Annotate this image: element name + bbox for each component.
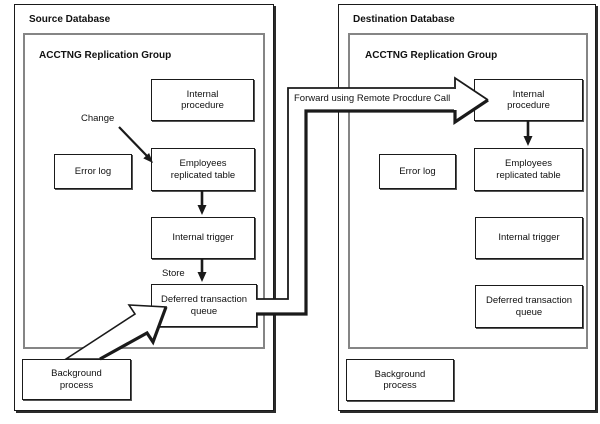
forward-rpc-label: Forward using Remote Procdure Call [294,93,451,104]
destination-background-process-node: Background process [346,359,454,401]
change-label: Change [81,113,115,124]
store-label: Store [162,268,185,279]
source-replication-group-title: ACCTNG Replication Group [39,50,172,61]
source-deferred-queue-node: Deferred transaction queue [151,284,257,327]
source-background-process-node: Background process [22,359,131,400]
destination-employees-table-node: Employees replicated table [474,148,583,191]
destination-error-log-node: Error log [379,154,456,189]
destination-internal-trigger-node: Internal trigger [475,217,583,259]
destination-deferred-queue-node: Deferred transaction queue [475,285,583,328]
source-internal-trigger-node: Internal trigger [151,217,255,259]
destination-database-title: Destination Database [353,14,455,25]
source-database-title: Source Database [29,14,111,25]
destination-internal-procedure-node: Internal procedure [474,79,583,121]
source-error-log-node: Error log [54,154,132,189]
source-internal-procedure-node: Internal procedure [151,79,254,121]
source-employees-table-node: Employees replicated table [151,148,255,191]
destination-replication-group-title: ACCTNG Replication Group [365,50,498,61]
